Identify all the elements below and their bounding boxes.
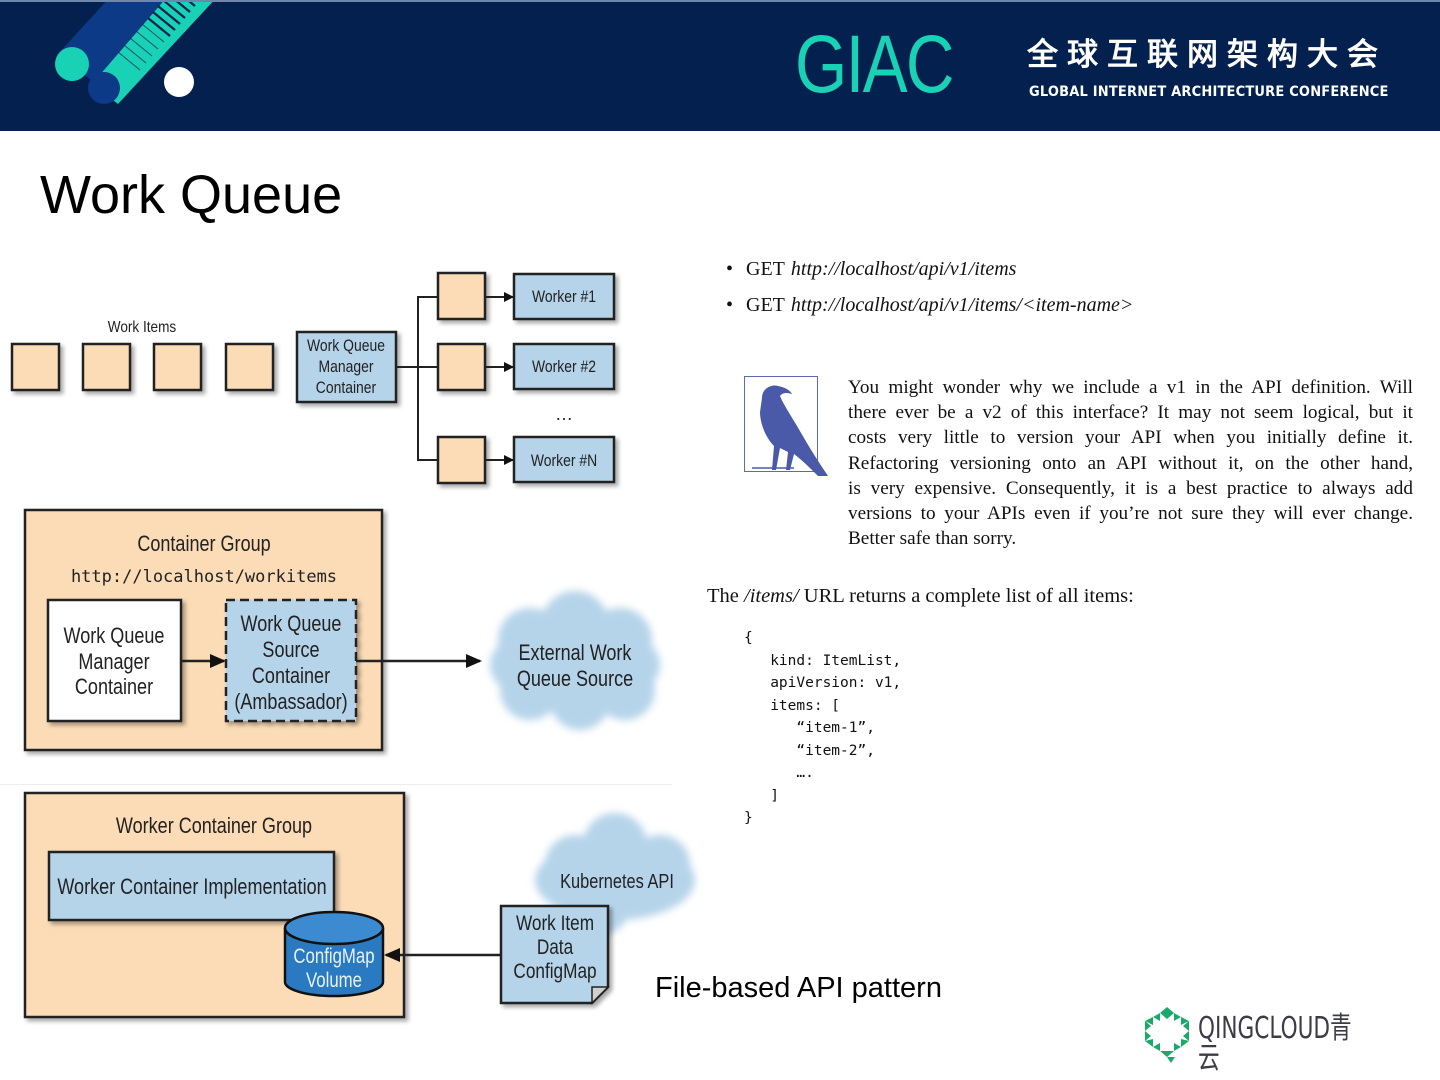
slide-caption: File-based API pattern bbox=[655, 972, 942, 1004]
worker-label: Worker #2 bbox=[532, 358, 596, 377]
work-item bbox=[152, 342, 203, 392]
diagram-divider bbox=[0, 784, 672, 785]
endpoint-method: GET bbox=[746, 294, 785, 316]
white-dot bbox=[164, 67, 194, 97]
container-group-url: http://localhost/workitems bbox=[71, 567, 337, 587]
work-items-label: Work Items bbox=[108, 319, 176, 336]
code-line: kind: ItemList, bbox=[744, 652, 902, 669]
ambassador-box: Work Queue Source Container (Ambassador) bbox=[224, 598, 358, 723]
items-intro-suffix: URL returns a complete list of all items… bbox=[798, 585, 1134, 607]
note-line: You might wonder why we include a v1 in … bbox=[848, 377, 1413, 398]
worker-label: Worker #N bbox=[531, 452, 597, 471]
worker-arrows bbox=[485, 292, 514, 465]
worker-label: Worker #1 bbox=[532, 288, 596, 307]
top-manager-box: Work Queue Manager Container bbox=[295, 330, 398, 404]
endpoint-url: http://localhost/api/v1/items bbox=[790, 258, 1017, 280]
slide-title: Work Queue bbox=[40, 165, 343, 225]
bullet-icon: • bbox=[726, 258, 734, 280]
manager-line: Container bbox=[75, 675, 153, 699]
worker-group-title: Worker Container Group bbox=[116, 814, 312, 838]
header-banner: GIAC 全球互联网架构大会 GLOBAL INTERNET ARCHITECT… bbox=[0, 0, 1440, 131]
crow-icon bbox=[744, 376, 828, 476]
qingcloud-logo-icon bbox=[1145, 1007, 1189, 1063]
teal-dot bbox=[55, 47, 89, 81]
work-queue-diagram: Work Items Work Queue Manager Container … bbox=[10, 271, 695, 1019]
code-line: “item-1”, bbox=[744, 720, 875, 736]
external-queue-cloud: External Work Queue Source bbox=[490, 591, 660, 730]
endpoint-method: GET bbox=[746, 258, 785, 280]
configmap-document: Work Item Data ConfigMap bbox=[499, 904, 610, 1005]
giac-logo: GIAC bbox=[795, 19, 954, 110]
note-line: Better safe than sorry. bbox=[848, 528, 1017, 550]
worker-slot-list bbox=[436, 271, 487, 485]
code-line: } bbox=[744, 810, 753, 826]
ambassador-line: Work Queue bbox=[241, 612, 342, 636]
worker-slot bbox=[436, 342, 487, 392]
worker-slot bbox=[436, 271, 487, 321]
worker-container-group: Worker Container Group Worker Container … bbox=[23, 791, 406, 1019]
code-line: { bbox=[744, 630, 753, 646]
items-intro: The /items/ URL returns a complete list … bbox=[707, 585, 1134, 608]
api-endpoint-list: • GET http://localhost/api/v1/items • GE… bbox=[726, 258, 1133, 330]
ambassador-line: (Ambassador) bbox=[234, 690, 347, 714]
container-group: Container Group http://localhost/workite… bbox=[23, 508, 384, 752]
worker-implementation-label: Worker Container Implementation bbox=[57, 875, 326, 899]
configmap-line: ConfigMap bbox=[513, 961, 596, 984]
conference-title-en: GLOBAL INTERNET ARCHITECTURE CONFERENCE bbox=[1029, 84, 1389, 100]
note-line: Refactoring versioning onto an API witho… bbox=[848, 452, 1413, 474]
manager-line: Manager bbox=[78, 650, 149, 674]
ambassador-line: Container bbox=[252, 664, 330, 688]
work-item bbox=[10, 342, 61, 392]
bullet-icon: • bbox=[726, 294, 734, 316]
worker-list: Worker #1 Worker #2 … Worker #N bbox=[512, 272, 616, 484]
external-line: Queue Source bbox=[517, 667, 633, 691]
configmap-line: Work Item bbox=[516, 913, 594, 936]
volume-line: Volume bbox=[306, 969, 362, 992]
top-manager-line: Work Queue bbox=[307, 337, 385, 356]
worker-box: Worker #2 bbox=[512, 342, 616, 391]
giac-graphic-icon bbox=[55, 2, 213, 104]
version-note: You might wonder why we include a v1 in … bbox=[848, 375, 1413, 551]
api-endpoint-item: • GET http://localhost/api/v1/items bbox=[726, 258, 1133, 294]
workers-ellipsis: … bbox=[555, 404, 573, 424]
conference-title-cn: 全球互联网架构大会 bbox=[1027, 37, 1387, 73]
work-item bbox=[224, 342, 275, 392]
note-line: versions to your APIs even if you’re not… bbox=[848, 503, 1413, 525]
work-item bbox=[81, 342, 132, 392]
container-group-title: Container Group bbox=[137, 532, 270, 556]
top-manager-line: Container bbox=[316, 379, 376, 398]
worker-implementation-box: Worker Container Implementation bbox=[47, 850, 336, 922]
items-intro-prefix: The bbox=[707, 585, 744, 607]
api-endpoint-item: • GET http://localhost/api/v1/items/<ite… bbox=[726, 294, 1133, 330]
configmap-line: Data bbox=[537, 937, 574, 960]
dispatch-lines bbox=[396, 296, 438, 461]
blue-dot bbox=[88, 72, 120, 104]
code-line: apiVersion: v1, bbox=[744, 675, 902, 691]
external-line: External Work bbox=[519, 641, 633, 665]
kubernetes-api-label: Kubernetes API bbox=[560, 869, 674, 892]
note-line: there ever be a v2 of this interface? It… bbox=[848, 402, 1413, 424]
configmap-volume-cylinder: ConfigMap Volume bbox=[283, 910, 385, 998]
code-line: …. bbox=[744, 765, 814, 781]
code-line: ] bbox=[744, 787, 779, 804]
kubernetes-api-cloud: Kubernetes API bbox=[535, 813, 695, 935]
code-line: “item-2”, bbox=[744, 742, 875, 759]
worker-box: Worker #N bbox=[512, 435, 616, 484]
note-line: is very expensive. Consequently, it is a… bbox=[848, 477, 1413, 499]
code-line: items: [ bbox=[744, 697, 841, 714]
note-line: costs very little to version your API wh… bbox=[848, 427, 1413, 449]
worker-slot bbox=[436, 435, 487, 485]
endpoint-url: http://localhost/api/v1/items/<item-name… bbox=[790, 294, 1134, 316]
top-manager-line: Manager bbox=[319, 358, 374, 377]
work-items-list bbox=[10, 342, 275, 392]
ambassador-line: Source bbox=[262, 638, 319, 662]
manager-line: Work Queue bbox=[64, 624, 165, 648]
volume-line: ConfigMap bbox=[293, 945, 374, 968]
qingcloud-logo-text: QINGCLOUD青云 bbox=[1198, 1011, 1352, 1076]
items-response-code: { kind: ItemList, apiVersion: v1, items:… bbox=[744, 627, 901, 830]
items-intro-path: /items/ bbox=[744, 585, 799, 607]
manager-box: Work Queue Manager Container bbox=[46, 598, 183, 723]
worker-box: Worker #1 bbox=[512, 272, 616, 321]
